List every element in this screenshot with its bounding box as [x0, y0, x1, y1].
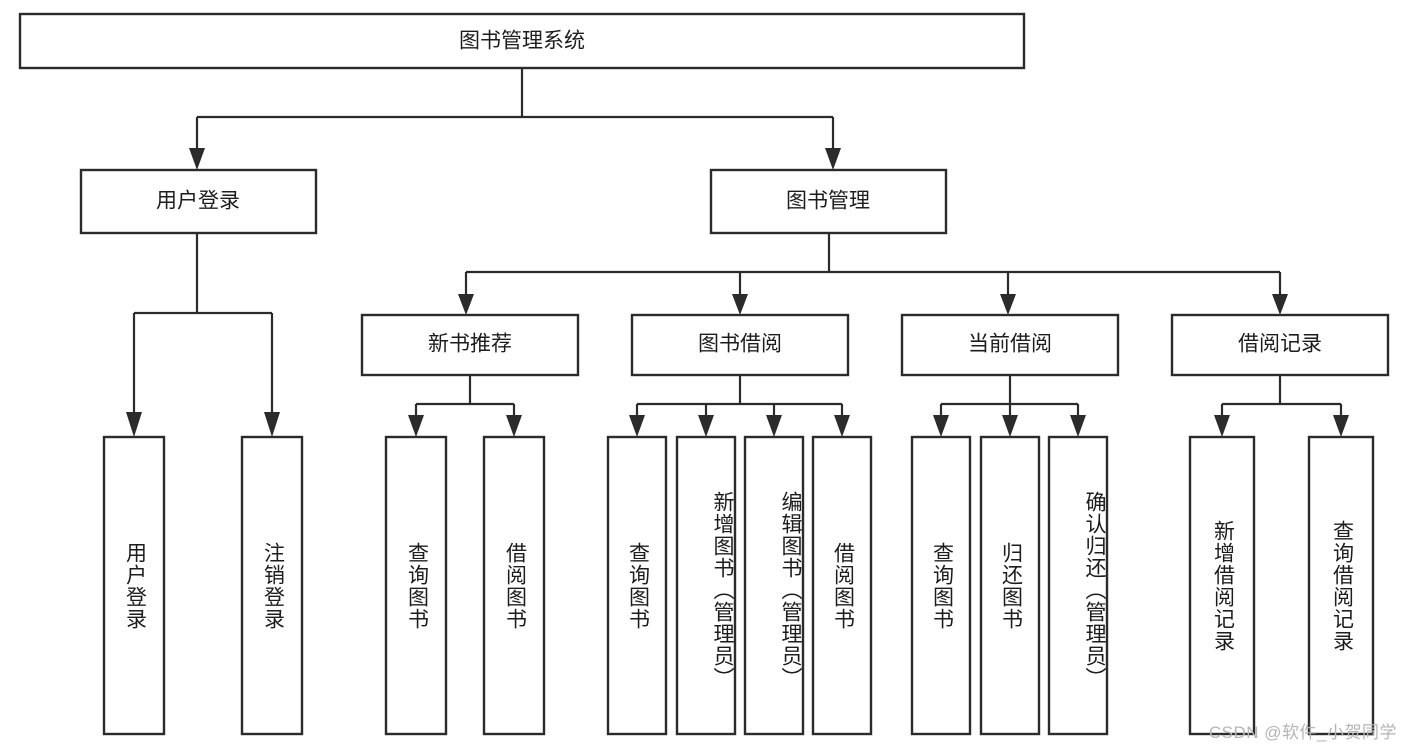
node-borrow-record-box[interactable]: [1170, 313, 1390, 377]
leaf-box-query-book-1[interactable]: [384, 435, 448, 736]
connector-group-new-book-recommend: [408, 375, 522, 437]
leaf-box-borrow-book-1[interactable]: [482, 435, 546, 736]
node-root[interactable]: 图书管理系统: [18, 12, 1026, 70]
arrow-br-leaf2: [1333, 415, 1349, 437]
arrow-bm-to-new-book-recommend: [458, 294, 474, 315]
node-new-book-recommend[interactable]: 新书推荐: [360, 313, 580, 377]
leaf-box-edit-book[interactable]: [743, 435, 805, 736]
node-current-borrow-label: 当前借阅: [968, 333, 1052, 356]
arrow-bb-leaf1: [629, 415, 645, 437]
arrow-br-leaf1: [1214, 415, 1230, 437]
leaf-box-user-login[interactable]: [102, 435, 166, 736]
arrow-root-to-book-management: [825, 148, 841, 170]
connector-group-root: [189, 68, 841, 170]
arrow-cb-leaf1: [933, 415, 949, 437]
arrow-nbr-leaf2: [506, 415, 522, 437]
leaf-box-query-book-2[interactable]: [606, 435, 668, 736]
leaf-box-return-book[interactable]: [979, 435, 1041, 736]
node-user-login[interactable]: 用户登录: [79, 168, 318, 235]
connector-group-current-borrow: [933, 375, 1086, 437]
arrow-bm-to-current-borrow: [1000, 294, 1016, 315]
leaf-box-borrow-book-2[interactable]: [811, 435, 873, 736]
leaf-box-add-book[interactable]: [675, 435, 737, 736]
node-current-borrow[interactable]: 当前借阅: [900, 313, 1120, 377]
leaf-box-query-book-3[interactable]: [910, 435, 972, 736]
arrow-nbr-leaf1: [408, 415, 424, 437]
connector-group-book-borrow: [629, 375, 850, 437]
arrow-cb-leaf2: [1002, 415, 1018, 437]
node-current-borrow-box[interactable]: [900, 313, 1120, 377]
node-book-borrow-label: 图书借阅: [698, 333, 782, 356]
arrow-bb-leaf3: [766, 415, 782, 437]
node-new-book-recommend-label: 新书推荐: [428, 333, 512, 356]
node-user-login-box[interactable]: [79, 168, 318, 235]
node-book-borrow-box[interactable]: [630, 313, 850, 377]
node-new-book-recommend-box[interactable]: [360, 313, 580, 377]
arrow-bm-to-book-borrow: [732, 294, 748, 315]
node-book-management-label: 图书管理: [786, 190, 870, 213]
node-borrow-record[interactable]: 借阅记录: [1170, 313, 1390, 377]
connector-group-borrow-record: [1214, 375, 1349, 437]
arrow-bb-leaf2: [698, 415, 714, 437]
arrow-cb-leaf3: [1070, 415, 1086, 437]
node-borrow-record-label: 借阅记录: [1238, 333, 1322, 356]
node-book-management[interactable]: 图书管理: [709, 168, 948, 235]
leaf-box-confirm-return[interactable]: [1047, 435, 1109, 736]
arrow-bb-leaf4: [834, 415, 850, 437]
node-root-label: 图书管理系统: [459, 30, 585, 53]
leaf-box-logout-login[interactable]: [240, 435, 304, 736]
node-book-management-box[interactable]: [709, 168, 948, 235]
arrow-user-login-leaf1: [126, 412, 142, 437]
leaf-box-query-record[interactable]: [1307, 435, 1375, 736]
node-user-login-label: 用户登录: [156, 190, 240, 213]
connector-group-user-login: [126, 233, 280, 437]
arrow-root-to-user-login: [189, 148, 205, 170]
node-root-box[interactable]: [18, 12, 1026, 70]
watermark-text: CSDN @软件_小贺同学: [1208, 723, 1397, 742]
connector-group-book-management: [458, 233, 1288, 315]
leaf-box-add-record[interactable]: [1188, 435, 1256, 736]
arrow-user-login-leaf2: [264, 412, 280, 437]
arrow-bm-to-borrow-record: [1272, 294, 1288, 315]
node-book-borrow[interactable]: 图书借阅: [630, 313, 850, 377]
